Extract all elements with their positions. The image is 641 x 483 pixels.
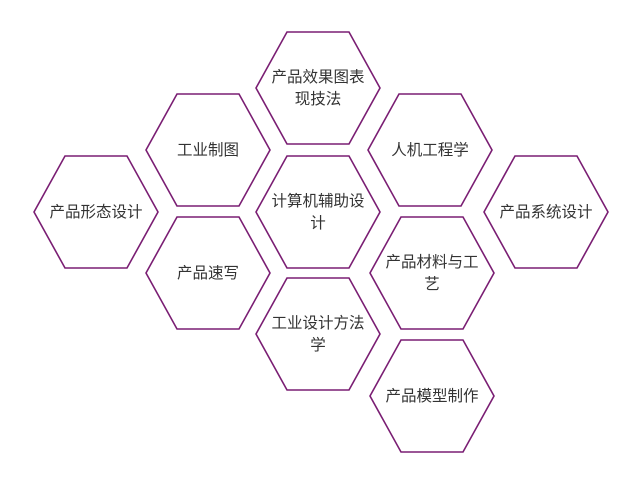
hexagon-outline (33, 155, 159, 269)
hexagon-product-system-design: 产品系统设计 (483, 155, 609, 269)
hexagon-label: 工业制图 (177, 141, 239, 159)
hexagon-outline (369, 339, 495, 453)
hexagon-outline (367, 93, 493, 207)
hexagon-label: 人机工程学 (391, 141, 469, 159)
hexagon-outline (145, 93, 271, 207)
hexagon-label: 产品效果图表 (271, 68, 364, 86)
hexagon-label: 产品材料与工 (385, 253, 478, 271)
hexagon-label: 产品系统设计 (499, 203, 592, 221)
hexagon-product-form-design: 产品形态设计 (33, 155, 159, 269)
hexagon-label: 艺 (424, 275, 440, 293)
hexagon-label: 产品速写 (177, 264, 239, 282)
hexagon-label: 工业设计方法 (271, 314, 364, 332)
hexagon-product-model-making: 产品模型制作 (369, 339, 495, 453)
hexagon-label: 现技法 (295, 90, 342, 108)
hexagon-product-sketching: 产品速写 (145, 216, 271, 330)
hexagon-outline (255, 31, 381, 145)
hexagon-outline (255, 155, 381, 269)
hexagon-label: 计算机辅助设 (271, 191, 364, 210)
hexagon-label: 计 (310, 214, 326, 232)
hexagon-industrial-drawing: 工业制图 (145, 93, 271, 207)
hexagon-outline (255, 277, 381, 391)
hexagon-label: 产品形态设计 (49, 203, 142, 221)
hexagon-outline (369, 216, 495, 330)
hexagon-outline (483, 155, 609, 269)
hexagon-ergonomics: 人机工程学 (367, 93, 493, 207)
hexagon-label: 学 (310, 336, 326, 354)
hexagon-outline (145, 216, 271, 330)
hexagon-label: 产品模型制作 (385, 387, 478, 405)
